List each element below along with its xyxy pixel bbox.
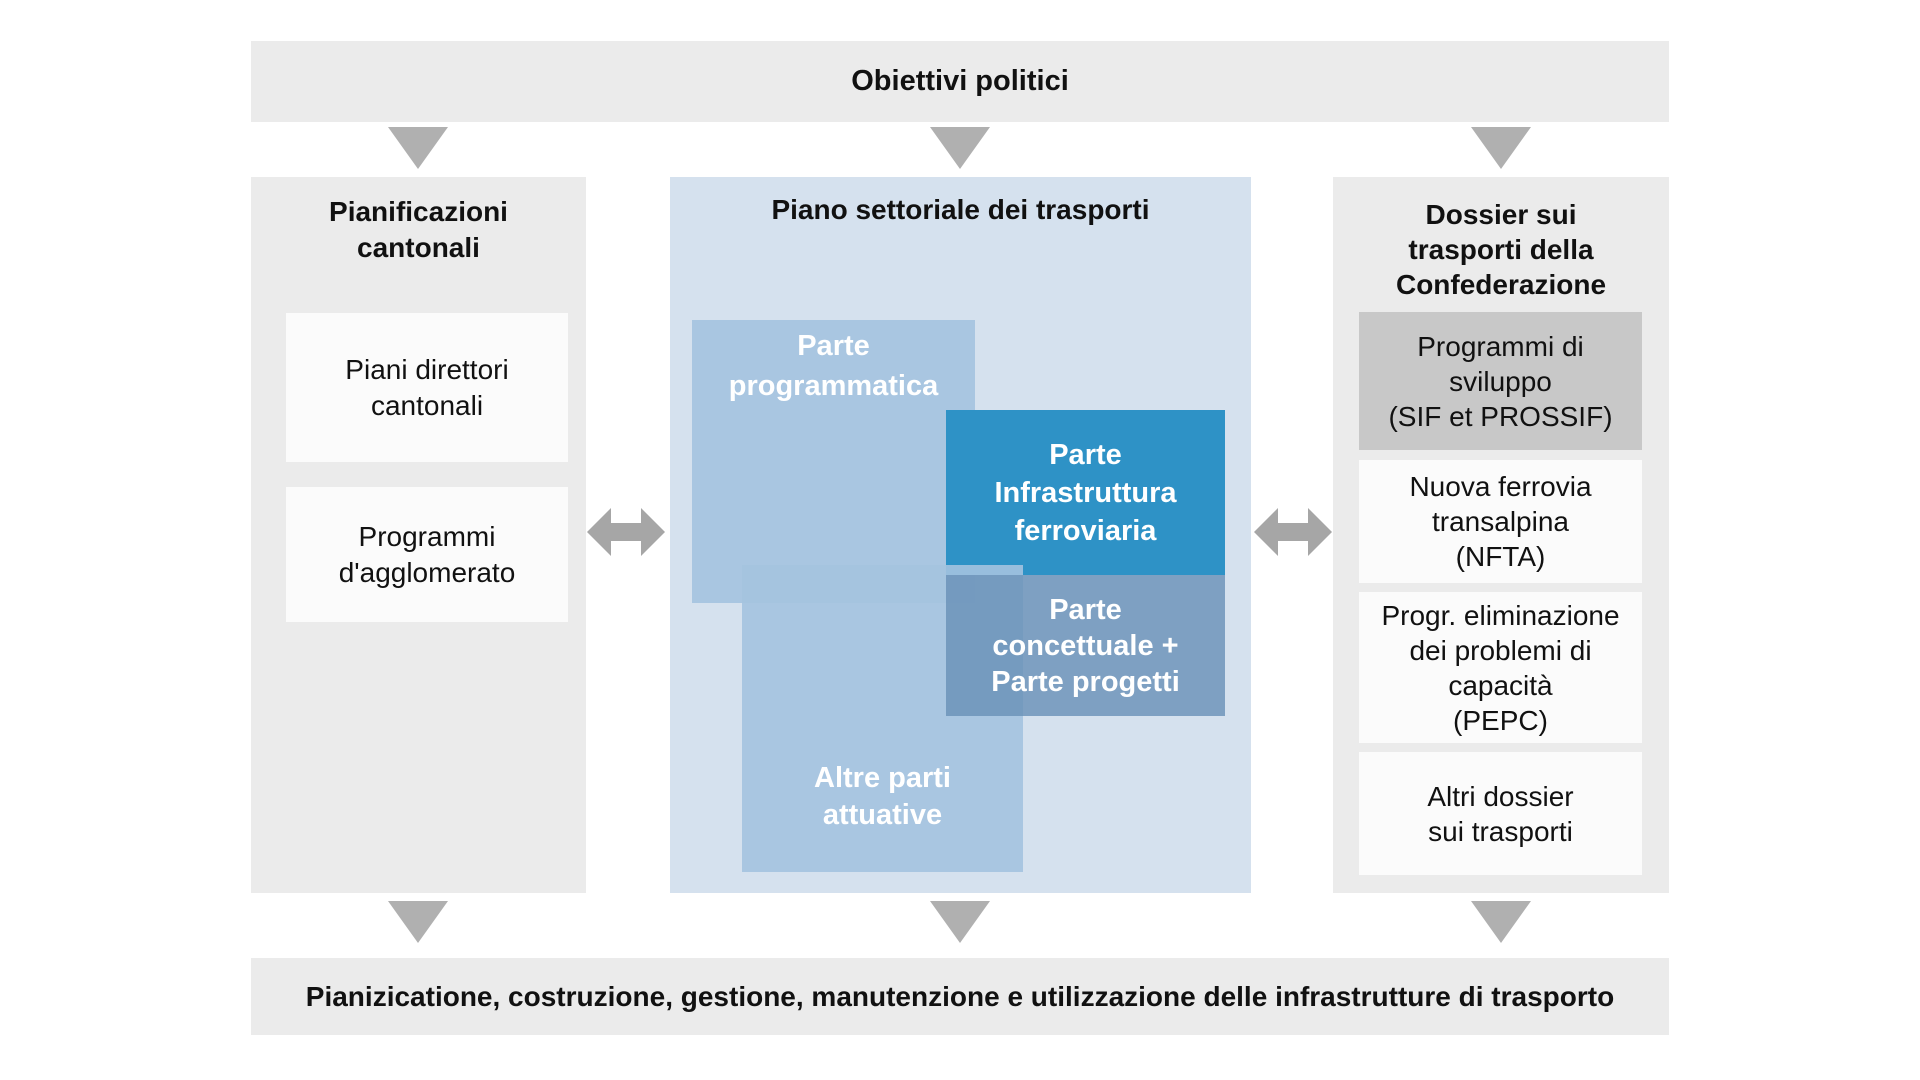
center-column-title: Piano settoriale dei trasporti bbox=[771, 194, 1150, 225]
down-arrow-icon bbox=[1471, 901, 1531, 943]
box-parte-infrastruttura-ferroviaria: Parte Infrastruttura ferroviaria bbox=[946, 410, 1225, 575]
top-bar-title: Obiettivi politici bbox=[851, 65, 1069, 97]
right-column-title: Dossier sui trasporti della Confederazio… bbox=[1395, 199, 1607, 300]
box-parte-concettuale-progetti: Parte concettuale + Parte progetti bbox=[946, 575, 1225, 716]
double-arrow-icon bbox=[587, 508, 665, 556]
down-arrow-icon bbox=[930, 901, 990, 943]
box-altri-dossier: Altri dossier sui trasporti bbox=[1359, 752, 1642, 875]
top-bar: Obiettivi politici bbox=[251, 41, 1669, 122]
box-nuova-ferrovia-transalpina: Nuova ferrovia transalpina (NFTA) bbox=[1359, 460, 1642, 583]
left-column-title: Pianificazioni cantonali bbox=[329, 196, 508, 263]
center-column-sector-plan: Piano settoriale dei trasporti Parte pro… bbox=[670, 177, 1251, 893]
box-progr-eliminazione-capacita: Progr. eliminazione dei problemi di capa… bbox=[1359, 592, 1642, 743]
down-arrow-icon bbox=[1471, 127, 1531, 169]
down-arrow-icon bbox=[930, 127, 990, 169]
box-programmi-sviluppo: Programmi di sviluppo (SIF et PROSSIF) bbox=[1359, 312, 1642, 450]
bottom-bar: Pianizicatione, costruzione, gestione, m… bbox=[251, 958, 1669, 1035]
box-programmi-agglomerato: Programmi d'agglomerato bbox=[286, 487, 568, 622]
box-parte-concettuale-background bbox=[946, 575, 1225, 716]
left-column-cantonal-planning: Pianificazioni cantonali Piani direttori… bbox=[251, 177, 586, 893]
double-arrow-icon bbox=[1254, 508, 1332, 556]
bottom-bar-title: Pianizicatione, costruzione, gestione, m… bbox=[305, 980, 1615, 1012]
right-column-federal-dossiers: Dossier sui trasporti della Confederazio… bbox=[1333, 177, 1669, 893]
box-parte-programmatica: Parte programmatica bbox=[692, 320, 975, 603]
down-arrow-icon bbox=[388, 901, 448, 943]
box-piani-direttori: Piani direttori cantonali bbox=[286, 313, 568, 462]
down-arrow-icon bbox=[388, 127, 448, 169]
